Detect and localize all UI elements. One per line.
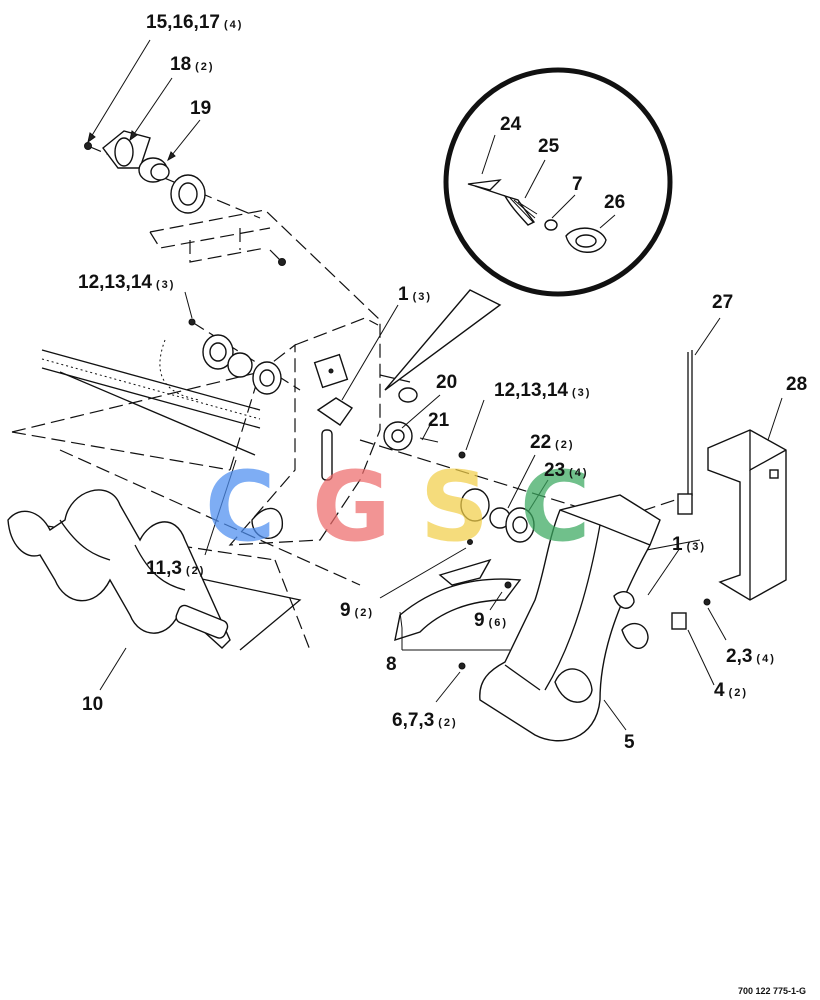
- rod-part-27: [677, 350, 693, 515]
- callout-28: 28: [786, 374, 807, 395]
- callout-6-7-3: 6,7,3(2): [392, 710, 458, 731]
- callouts: 15,16,17(4) 18(2) 19 24 25 7 26 12,13,14…: [78, 12, 807, 753]
- callout-1-lower: 1(3): [672, 534, 706, 555]
- watermark-letter-4: C: [520, 451, 590, 563]
- callout-10: 10: [82, 694, 103, 715]
- watermark-letter-2: G: [312, 451, 391, 563]
- callout-1-upper: 1(3): [398, 284, 432, 305]
- middle-bearing-assembly: [188, 318, 301, 395]
- leader-lines: [87, 39, 783, 731]
- callout-19: 19: [190, 98, 211, 119]
- callout-8: 8: [386, 654, 397, 675]
- callout-26: 26: [604, 192, 625, 213]
- callout-18: 18(2): [170, 54, 215, 75]
- callout-4: 4(2): [714, 680, 748, 701]
- figure-id: 700 122 775-1-G: [738, 986, 806, 996]
- callout-9-right: 9(6): [474, 610, 508, 631]
- watermark-letter-1: C: [205, 451, 275, 563]
- right-bearing-assembly: [458, 451, 535, 543]
- callout-9-left: 9(2): [340, 600, 374, 621]
- shield-part-8: [394, 539, 522, 642]
- auger: [7, 489, 231, 649]
- gear-housing-part-5: [458, 494, 711, 742]
- callout-22: 22(2): [530, 432, 575, 453]
- callout-5: 5: [624, 732, 635, 753]
- watermark-letter-3: S: [420, 451, 489, 563]
- detail-inset: [384, 67, 673, 391]
- upper-bearing-assembly: [84, 130, 261, 219]
- callout-2-3: 2,3(4): [726, 646, 776, 667]
- callout-12-13-14-left: 12,13,14(3): [78, 272, 175, 293]
- drive-chain: [41, 349, 261, 456]
- callout-25: 25: [538, 136, 560, 157]
- callout-24: 24: [500, 114, 522, 135]
- watermark: C G S C: [205, 451, 590, 563]
- callout-23: 23(4): [544, 460, 589, 481]
- callout-7-detail: 7: [572, 174, 583, 195]
- callout-15-16-17: 15,16,17(4): [146, 12, 243, 33]
- callout-27: 27: [712, 292, 733, 313]
- callout-20: 20: [436, 372, 457, 393]
- callout-21: 21: [428, 410, 450, 431]
- callout-11-3: 11,3(2): [146, 558, 205, 579]
- cover-part-28: [707, 429, 787, 601]
- callout-12-13-14-right: 12,13,14(3): [494, 380, 591, 401]
